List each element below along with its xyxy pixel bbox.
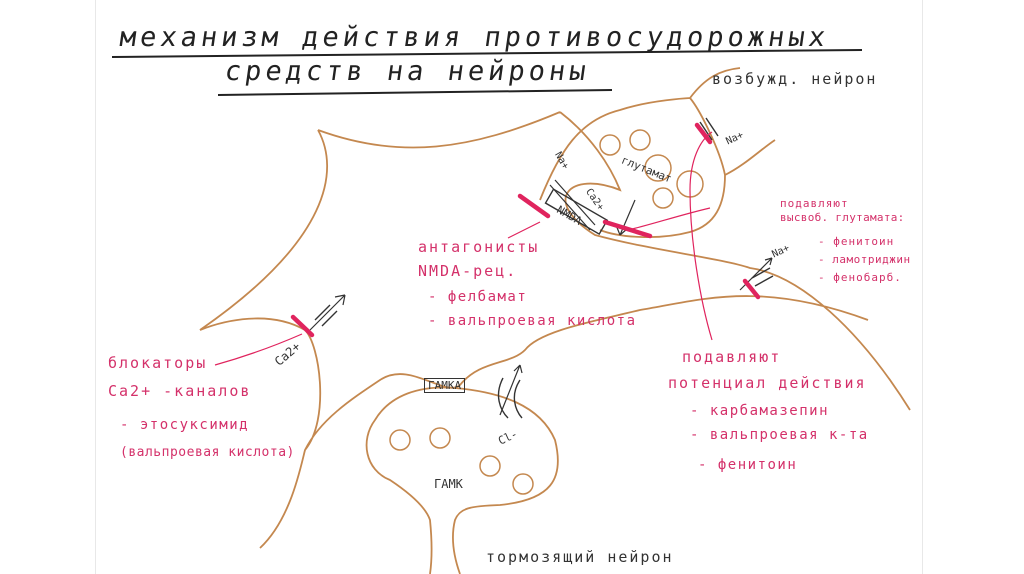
action-potential-heading-2: потенциал действия [668, 374, 867, 392]
excitatory-neuron-label: возбужд. нейрон [712, 70, 878, 88]
central-neuron-outline [199, 111, 911, 549]
glutamate-release-item-1: - фенитоин [818, 235, 895, 248]
nmda-antagonists-heading-2: NMDA-рец. [418, 262, 518, 280]
gaba-vesicles [389, 427, 534, 495]
nmda-antagonist-item-1: - фелбамат [428, 289, 528, 305]
excitatory-neuron-terminal [539, 67, 776, 238]
glutamate-release-item-3: - фенобарб. [818, 271, 902, 284]
gaba-receptor-label: ГАМКА [424, 378, 466, 393]
drug-block-marks [290, 122, 761, 338]
glutamate-release-heading-2: высвоб. глутамата: [780, 211, 905, 224]
ca-blocker-item-2: (вальпроевая кислота) [120, 445, 295, 460]
nmda-antagonist-item-2: - вальпроевая кислота [428, 313, 637, 329]
title-line-2: средств на нейроны [222, 56, 592, 87]
ion-channels [314, 117, 774, 419]
glutamate-release-heading-1: подавляют [780, 197, 849, 210]
action-potential-item-3: - фенитоин [698, 457, 798, 473]
inhibitory-neuron-terminal [365, 386, 559, 574]
title-underline-1 [111, 49, 863, 58]
gaba-vesicles-label: ГАМК [434, 477, 463, 491]
glutamate-release-item-2: - ламотриджин [818, 253, 911, 266]
nmda-channel-lines [549, 179, 596, 231]
ca-blocker-item-1: - этосуксимид [120, 417, 250, 433]
ca-blockers-heading-1: блокаторы [108, 354, 208, 372]
title-line-1: механизм действия противосудорожных [117, 22, 832, 53]
title-underline-2 [217, 89, 613, 96]
ca-blockers-heading-2: Ca2+ -каналов [108, 382, 252, 400]
nmda-receptor [544, 188, 609, 236]
inhibitory-neuron-label: тормозящий нейрон [486, 548, 674, 566]
action-potential-heading-1: подавляют [682, 348, 782, 366]
action-potential-item-2: - вальпроевая к-та [690, 427, 869, 443]
nmda-antagonists-heading-1: антагонисты [418, 238, 540, 256]
annotation-leaders [214, 131, 713, 366]
action-potential-item-1: - карбамазепин [690, 403, 830, 419]
